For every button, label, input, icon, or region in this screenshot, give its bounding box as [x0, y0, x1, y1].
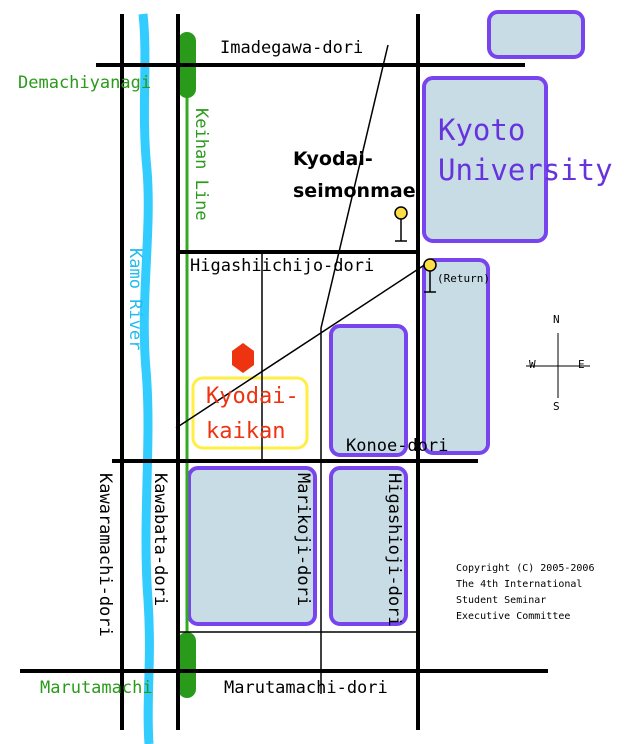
campus-block-east [422, 258, 490, 455]
imadegawa-dori-label: Imadegawa-dori [220, 38, 364, 58]
compass-west-label: W [529, 358, 536, 371]
marutamachi-dori-label: Marutamachi-dori [224, 678, 388, 698]
compass-east-label: E [578, 358, 585, 371]
venue-label-line2: kaikan [206, 419, 286, 444]
route-line-north [320, 44, 389, 329]
higashiichijo-dori-label: Higashiichijo-dori [190, 256, 375, 276]
kawabata-dori-label: Kawabata-dori [150, 473, 170, 607]
marikoji-dori-label: Marikoji-dori [293, 473, 313, 607]
bus-stop-label-line2: seimonmae [293, 180, 416, 202]
kamo-river-label: Kamo River [125, 248, 145, 351]
copyright-line1: Copyright (C) 2005-2006 [456, 563, 595, 574]
campus-block-top-right [487, 10, 585, 59]
kamo-river [138, 13, 154, 744]
compass-south-label: S [553, 400, 560, 413]
campus-block-south-west [187, 466, 317, 626]
route-line-diagonal [175, 261, 430, 429]
campus-block-main [422, 76, 548, 243]
marutamachi-station-marker [178, 632, 196, 698]
copyright-line4: Executive Committee [456, 611, 571, 622]
konoe-dori-label: Konoe-dori [346, 436, 449, 456]
bus-stop-label-line1: Kyodai- [293, 148, 373, 170]
copyright-line3: Student Seminar [456, 595, 547, 606]
venue-box [191, 376, 309, 450]
kyoto-university-label-line2: University [438, 153, 613, 187]
campus-block-south-east [329, 466, 408, 626]
demachiyanagi-station-label: Demachiyanagi [18, 73, 152, 93]
campus-block-middle [329, 324, 408, 457]
venue-marker-icon [232, 343, 254, 373]
marutamachi-station-label: Marutamachi [40, 678, 153, 698]
return-stop-label: (Return) [437, 272, 490, 285]
kawaramachi-dori-label: Kawaramachi-dori [95, 473, 115, 637]
kyoto-university-label-line1: Kyoto [438, 113, 526, 147]
copyright-line2: The 4th International [456, 579, 583, 590]
return-bus-stop-icon [423, 258, 437, 293]
compass-icon [526, 333, 590, 398]
venue-label-line1: Kyodai- [206, 384, 299, 409]
higashioji-dori-label: Higashioji-dori [384, 473, 404, 627]
keihan-line-label: Keihan Line [191, 108, 211, 221]
bus-stop-icon [394, 206, 408, 242]
compass-north-label: N [553, 313, 560, 326]
